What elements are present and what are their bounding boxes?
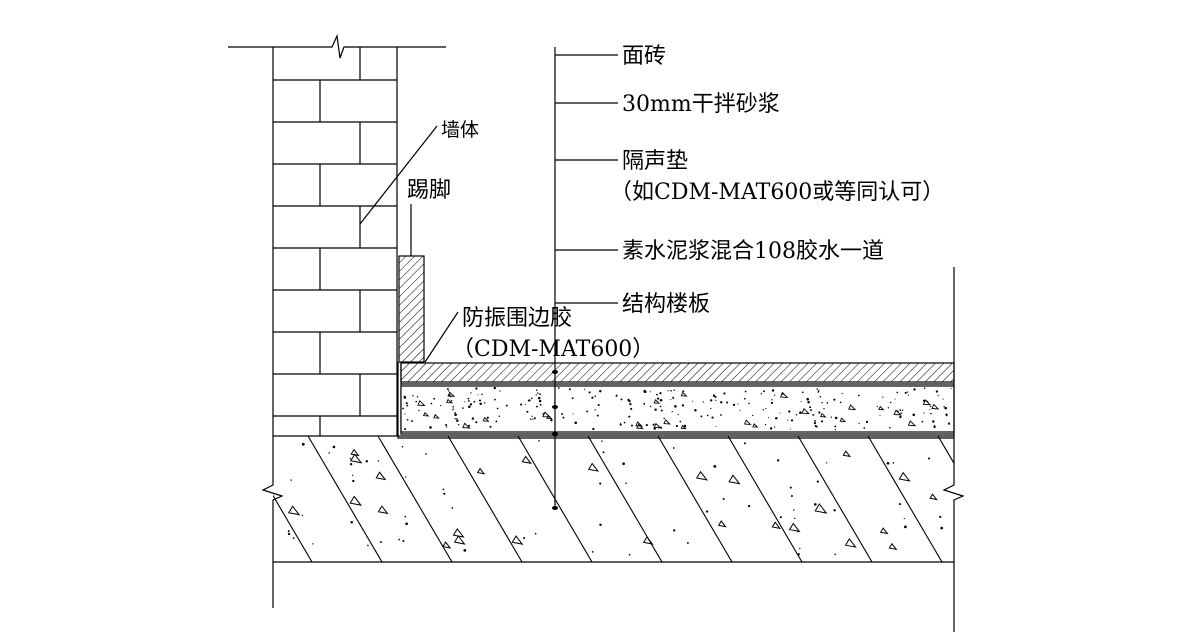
brick-joints bbox=[319, 47, 361, 436]
tile-layer bbox=[400, 362, 955, 383]
label-acoustic-pad: 隔声垫 bbox=[622, 149, 688, 174]
label-skirting: 踢脚 bbox=[407, 178, 451, 203]
section-break-lines bbox=[261, 267, 965, 632]
label-edge-strip-product: （CDM-MAT600） bbox=[452, 337, 654, 362]
structural-slab bbox=[273, 435, 954, 563]
right-break-line bbox=[942, 267, 965, 632]
slab-aggregate-marks bbox=[287, 440, 944, 556]
mortar-aggregate-dots bbox=[402, 386, 952, 431]
edge-strip-leader-line bbox=[424, 311, 459, 363]
label-wall: 墙体 bbox=[441, 119, 479, 141]
skirting-board bbox=[398, 255, 425, 363]
brick-courses bbox=[273, 79, 397, 417]
wall-leader-line bbox=[359, 125, 438, 225]
label-edge-strip: 防振围边胶 bbox=[462, 306, 572, 331]
layer-leader bbox=[554, 47, 618, 508]
leader-dots bbox=[552, 370, 558, 510]
label-mortar: 30mm干拌砂浆 bbox=[622, 92, 780, 117]
brick-wall bbox=[228, 33, 446, 436]
left-break-line bbox=[261, 436, 284, 608]
label-cement-slurry: 素水泥浆混合108胶水一道 bbox=[622, 239, 884, 264]
label-structural-slab: 结构楼板 bbox=[622, 292, 710, 317]
label-acoustic-pad-note: （如CDM-MAT600或等同认可） bbox=[610, 180, 944, 205]
label-tile: 面砖 bbox=[622, 44, 666, 69]
wall-top-break-line bbox=[228, 33, 446, 59]
dry-mortar-layer bbox=[400, 385, 955, 433]
